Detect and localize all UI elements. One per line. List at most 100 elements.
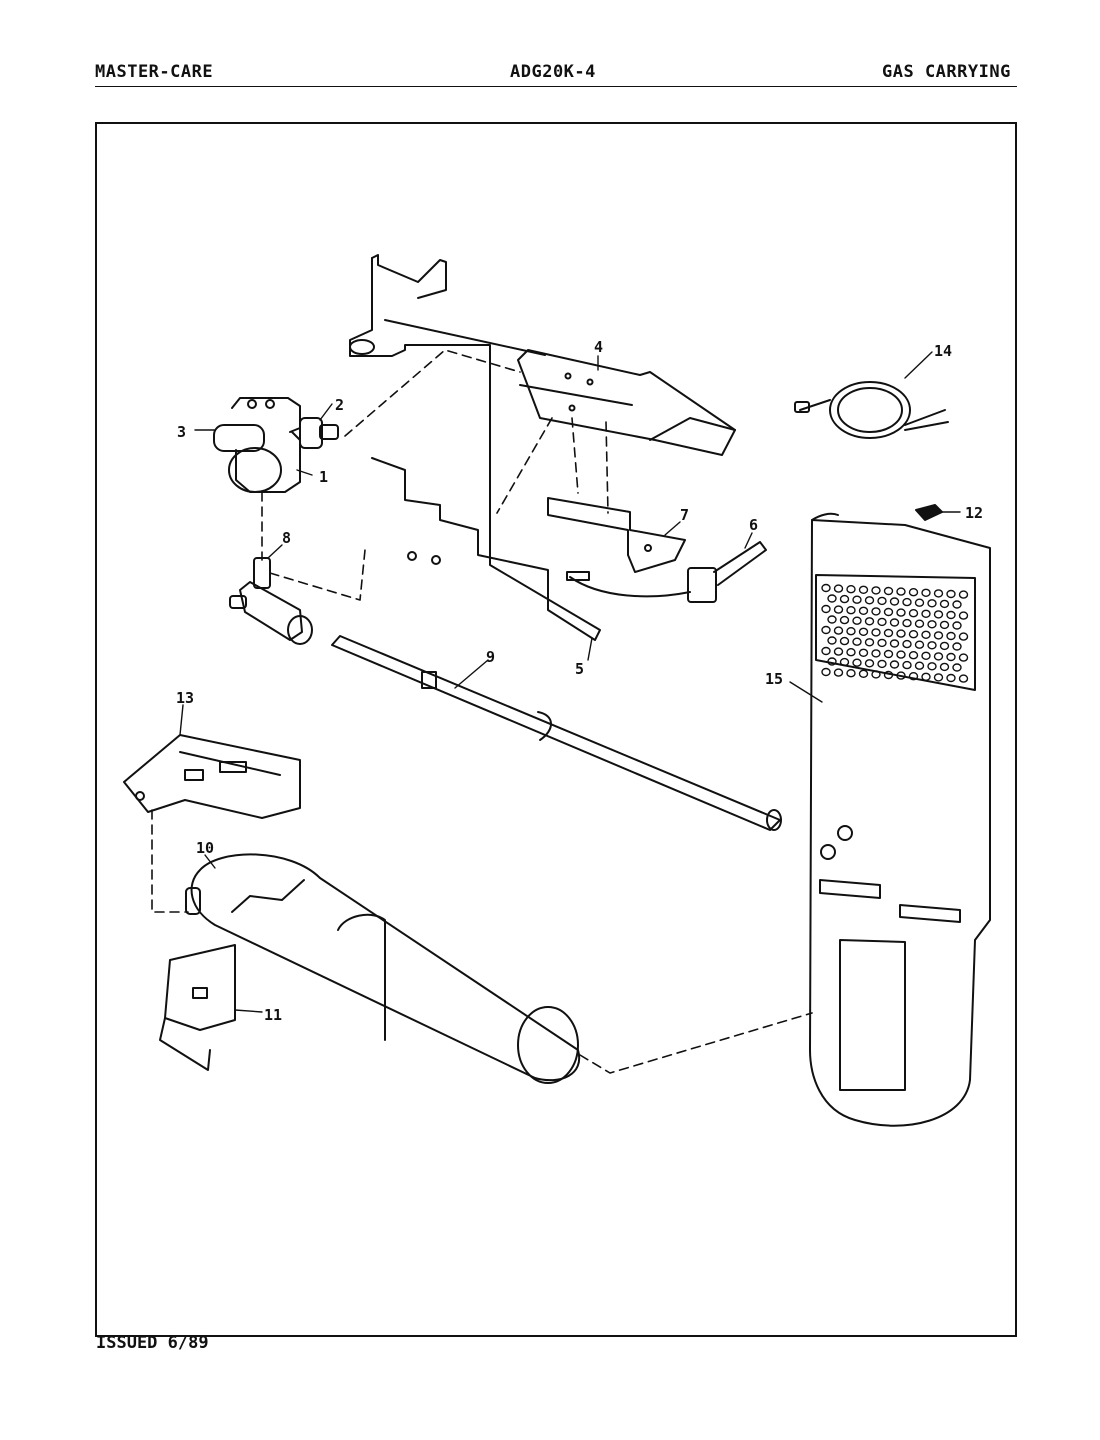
vent-hole: [902, 639, 912, 649]
callout-2: 2: [335, 396, 344, 414]
vent-hole: [877, 638, 887, 648]
vent-hole: [902, 660, 912, 670]
section-title: GAS CARRYING: [882, 62, 1011, 82]
vent-hole: [827, 594, 837, 603]
vent-hole: [821, 646, 831, 656]
vent-hole: [958, 611, 969, 620]
vent-hole: [902, 618, 912, 628]
vent-hole: [827, 636, 837, 645]
vent-hole: [927, 641, 937, 650]
vent-hole: [852, 637, 862, 646]
vent-hole: [833, 584, 844, 593]
vent-hole: [889, 660, 900, 669]
vent-hole: [908, 672, 919, 681]
vent-hole: [821, 667, 831, 677]
callout-14: 14: [934, 342, 952, 360]
vent-hole: [933, 589, 944, 598]
issued-date: ISSUED 6/89: [96, 1333, 209, 1353]
model-label: ADG20K-4: [510, 62, 596, 82]
duct-panel: [809, 512, 991, 1127]
vent-hole: [908, 588, 919, 597]
vent-hole: [858, 585, 869, 594]
combustion-chamber: [185, 853, 581, 1084]
vent-hole: [833, 647, 844, 656]
vent-hole: [877, 596, 887, 606]
vent-hole: [946, 673, 956, 683]
vent-hole: [883, 649, 894, 659]
vent-hole: [871, 649, 881, 658]
vent-hole: [914, 640, 925, 649]
vent-hole: [846, 648, 856, 657]
burner-bracket: [517, 349, 736, 456]
vent-hole: [933, 652, 944, 661]
vent-hole: [883, 607, 894, 617]
vent-hole: [858, 648, 869, 657]
callout-7: 7: [680, 506, 689, 524]
callout-15: 15: [765, 670, 783, 688]
vent-hole: [839, 594, 850, 604]
orifice-fitting: [229, 557, 313, 645]
vent-hole: [921, 609, 931, 618]
mounting-plate: [349, 254, 601, 641]
vent-hole: [858, 627, 869, 636]
vent-hole: [927, 662, 937, 671]
vent-hole: [846, 585, 856, 594]
vent-hole: [958, 632, 969, 641]
wire-harness: [794, 381, 949, 439]
callout-13: 13: [176, 689, 194, 707]
vent-hole: [871, 628, 881, 637]
vent-hole: [908, 651, 919, 660]
vent-hole: [858, 669, 869, 678]
igniter-bracket: [547, 497, 686, 573]
vent-hole: [871, 670, 881, 679]
vent-hole: [889, 618, 900, 627]
vent-hole: [902, 597, 912, 607]
vent-hole: [839, 636, 850, 646]
assembly-lines: [151, 349, 813, 1074]
vent-hole: [946, 652, 956, 662]
vent-hole: [933, 673, 944, 682]
thermal-fuse: [915, 504, 943, 521]
vent-hole: [952, 621, 962, 630]
callout-5: 5: [575, 660, 584, 678]
callout-4: 4: [594, 338, 603, 356]
callout-3: 3: [177, 423, 186, 441]
vent-hole: [952, 663, 962, 672]
vent-hole: [927, 599, 937, 608]
vent-hole: [846, 627, 856, 636]
vent-hole: [946, 589, 956, 599]
vent-hole: [958, 653, 969, 662]
brand-label: MASTER-CARE: [95, 62, 214, 82]
vent-hole: [877, 617, 887, 627]
vent-hole: [921, 630, 931, 639]
vent-hole: [821, 625, 831, 635]
vent-hole: [896, 629, 906, 638]
vent-hole: [889, 639, 900, 648]
vent-hole: [858, 606, 869, 615]
vent-hole: [833, 668, 844, 677]
vent-hole: [827, 615, 837, 624]
vent-hole: [933, 610, 944, 619]
chamber-support: [159, 944, 236, 1071]
vent-hole: [864, 638, 875, 647]
vent-hole: [958, 674, 969, 683]
vent-hole: [914, 661, 925, 670]
vent-hole: [889, 597, 900, 606]
leader-lines: [179, 351, 961, 1013]
vent-hole: [852, 616, 862, 625]
vent-hole: [908, 609, 919, 618]
callout-9: 9: [486, 648, 495, 666]
vent-hole: [939, 641, 950, 651]
vent-hole: [827, 657, 837, 666]
header-rule: [95, 86, 1017, 87]
vent-hole: [852, 595, 862, 604]
gas-tube: [331, 635, 782, 831]
vent-hole: [833, 626, 844, 635]
callout-10: 10: [196, 839, 214, 857]
vent-hole: [952, 642, 962, 651]
vent-hole: [927, 620, 937, 629]
vent-hole: [839, 615, 850, 625]
vent-hole: [896, 671, 906, 680]
vent-hole: [883, 628, 894, 638]
